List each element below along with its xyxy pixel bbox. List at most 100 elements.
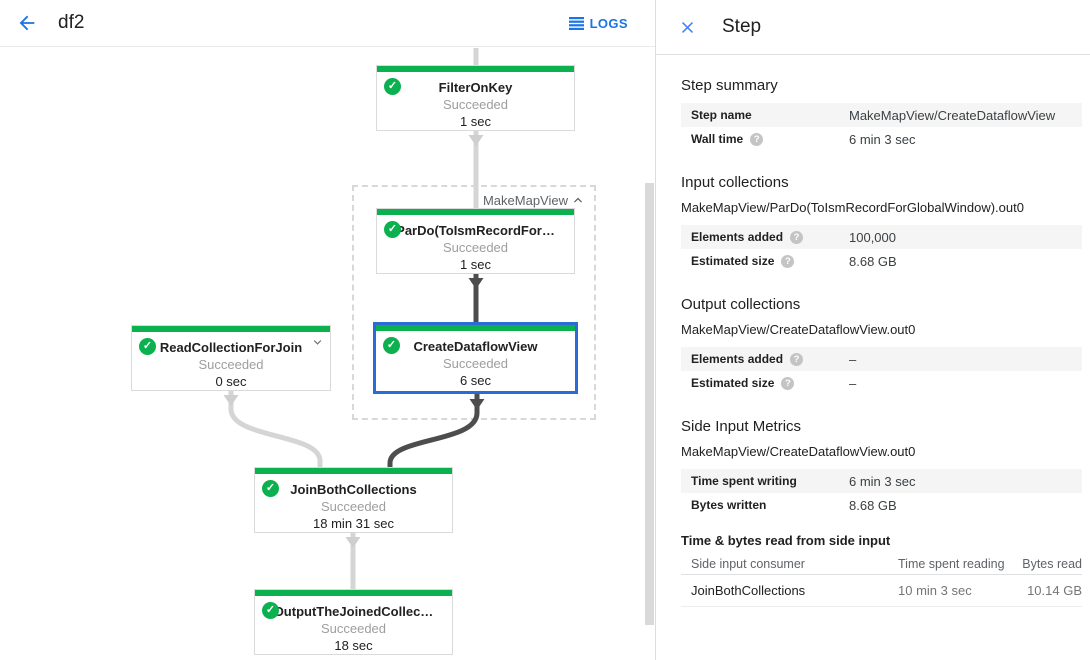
help-icon[interactable] xyxy=(790,230,804,244)
node-status-bar xyxy=(255,590,452,596)
row-value: MakeMapView/CreateDataflowView xyxy=(849,107,1056,123)
node-time: 1 sec xyxy=(459,114,492,129)
input-collection-name: MakeMapView/ParDo(ToIsmRecordForGlobalWi… xyxy=(681,200,1024,215)
job-header: df2 LOGS xyxy=(0,0,655,47)
node-title: FilterOnKey xyxy=(438,80,513,95)
edge-arrowhead xyxy=(468,135,484,146)
row-value: 8.68 GB xyxy=(849,253,897,269)
node-time: 18 sec xyxy=(334,638,373,653)
arrow-left-icon xyxy=(16,12,38,34)
section-output-collections: Output collections xyxy=(681,296,801,313)
row-value: 6 min 3 sec xyxy=(849,473,916,489)
help-icon[interactable] xyxy=(790,352,804,366)
node-status-bar xyxy=(377,66,574,72)
node-title: CreateDataflowView xyxy=(413,339,538,354)
group-label: MakeMapView xyxy=(482,192,568,208)
logs-button[interactable]: LOGS xyxy=(568,15,628,31)
job-title: df2 xyxy=(58,12,85,33)
edge-readcollection-join xyxy=(228,391,323,468)
row-label: Wall time xyxy=(691,132,744,146)
node-title: JoinBothCollections xyxy=(290,482,417,497)
row-label: Estimated size xyxy=(691,254,775,268)
edge-arrowhead xyxy=(223,395,239,406)
row-value: – xyxy=(849,375,857,391)
logs-list-icon xyxy=(568,16,584,30)
row-step-name: Step name MakeMapView/CreateDataflowView xyxy=(681,103,1082,127)
node-time: 0 sec xyxy=(215,374,247,389)
output-collection-name: MakeMapView/CreateDataflowView.out0 xyxy=(681,322,916,337)
node-createdataflowview-selected[interactable]: ✓ CreateDataflowView Succeeded 6 sec xyxy=(373,322,578,394)
node-status-bar xyxy=(376,325,575,331)
node-status: Succeeded xyxy=(442,356,509,371)
node-status: Succeeded xyxy=(198,357,264,372)
node-pardo-toismrecord[interactable]: ✓ ParDo(ToIsmRecordFor… Succeeded 1 sec xyxy=(376,208,575,274)
table-row: JoinBothCollections 10 min 3 sec 10.14 G… xyxy=(681,575,1082,607)
edge-arrowhead xyxy=(345,537,361,548)
back-button[interactable] xyxy=(10,6,44,40)
check-circle-icon: ✓ xyxy=(383,337,400,354)
node-time: 6 sec xyxy=(459,373,492,388)
node-joinbothcollections[interactable]: ✓ JoinBothCollections Succeeded 18 min 3… xyxy=(254,467,453,533)
check-circle-icon: ✓ xyxy=(139,338,156,355)
check-circle-icon: ✓ xyxy=(384,78,401,95)
section-step-summary: Step summary xyxy=(681,77,778,94)
row-estimated-size: Estimated size 8.68 GB xyxy=(681,249,1082,273)
cell-bytes-read: 10.14 GB xyxy=(1027,583,1082,598)
chevron-down-icon[interactable] xyxy=(310,335,325,355)
side-input-table-heading: Time & bytes read from side input xyxy=(681,533,891,548)
row-label: Elements added xyxy=(691,352,784,366)
col-side-input-consumer: Side input consumer xyxy=(691,557,805,571)
table-header-row: Side input consumer Time spent reading B… xyxy=(681,554,1082,575)
node-status: Succeeded xyxy=(442,240,509,255)
check-circle-icon: ✓ xyxy=(262,602,279,619)
section-side-input-metrics: Side Input Metrics xyxy=(681,418,802,435)
col-time-spent-reading: Time spent reading xyxy=(898,557,1005,571)
node-title: ReadCollectionForJoin xyxy=(159,340,303,355)
help-icon[interactable] xyxy=(750,132,764,146)
check-circle-icon: ✓ xyxy=(262,480,279,497)
row-elements-added: Elements added 100,000 xyxy=(681,225,1082,249)
row-value: – xyxy=(849,351,857,367)
logs-label: LOGS xyxy=(589,15,628,31)
row-bytes-written: Bytes written 8.68 GB xyxy=(681,493,1082,517)
cell-consumer: JoinBothCollections xyxy=(691,583,806,598)
node-status: Succeeded xyxy=(320,621,387,636)
row-estimated-size: Estimated size – xyxy=(681,371,1082,395)
row-wall-time: Wall time 6 min 3 sec xyxy=(681,127,1082,151)
row-label: Time spent writing xyxy=(691,474,797,488)
row-value: 6 min 3 sec xyxy=(849,131,916,147)
node-status-bar xyxy=(132,326,330,332)
pipeline-graph-panel: MakeMapView ✓ FilterOnKey Succeeded 1 se… xyxy=(131,48,654,655)
row-label: Estimated size xyxy=(691,376,775,390)
chevron-up-icon[interactable] xyxy=(570,192,586,208)
col-bytes-read: Bytes read xyxy=(1022,557,1082,571)
node-status-bar xyxy=(255,468,452,474)
help-icon[interactable] xyxy=(781,254,795,268)
step-details-panel: Step Step summary Step name MakeMapView/… xyxy=(655,0,1090,660)
panel-title: Step xyxy=(722,16,762,37)
row-label: Step name xyxy=(691,108,752,122)
node-status-bar xyxy=(377,209,574,215)
help-icon[interactable] xyxy=(781,376,795,390)
row-value: 100,000 xyxy=(849,229,896,245)
section-input-collections: Input collections xyxy=(681,174,789,191)
node-filteronkey[interactable]: ✓ FilterOnKey Succeeded 1 sec xyxy=(376,65,575,131)
row-label: Bytes written xyxy=(691,498,767,512)
row-elements-added: Elements added – xyxy=(681,347,1082,371)
side-input-collection-name: MakeMapView/CreateDataflowView.out0 xyxy=(681,444,916,459)
row-value: 8.68 GB xyxy=(849,497,897,513)
row-label: Elements added xyxy=(691,230,784,244)
step-panel-header: Step xyxy=(656,0,1090,55)
node-title: ParDo(ToIsmRecordFor… xyxy=(396,223,555,238)
node-title: OutputTheJoinedCollec… xyxy=(273,604,434,619)
node-time: 1 sec xyxy=(459,257,492,272)
graph-scrollbar-thumb[interactable] xyxy=(645,183,654,625)
node-outputthejoinedcollection[interactable]: ✓ OutputTheJoinedCollec… Succeeded 18 se… xyxy=(254,589,453,655)
node-status: Succeeded xyxy=(320,499,387,514)
row-time-spent-writing: Time spent writing 6 min 3 sec xyxy=(681,469,1082,493)
node-time: 18 min 31 sec xyxy=(313,516,394,531)
node-readcollectionforjoin[interactable]: ✓ ReadCollectionForJoin Succeeded 0 sec xyxy=(131,325,331,391)
close-icon xyxy=(678,18,697,37)
close-button[interactable] xyxy=(673,13,701,41)
cell-time-reading: 10 min 3 sec xyxy=(898,583,972,598)
